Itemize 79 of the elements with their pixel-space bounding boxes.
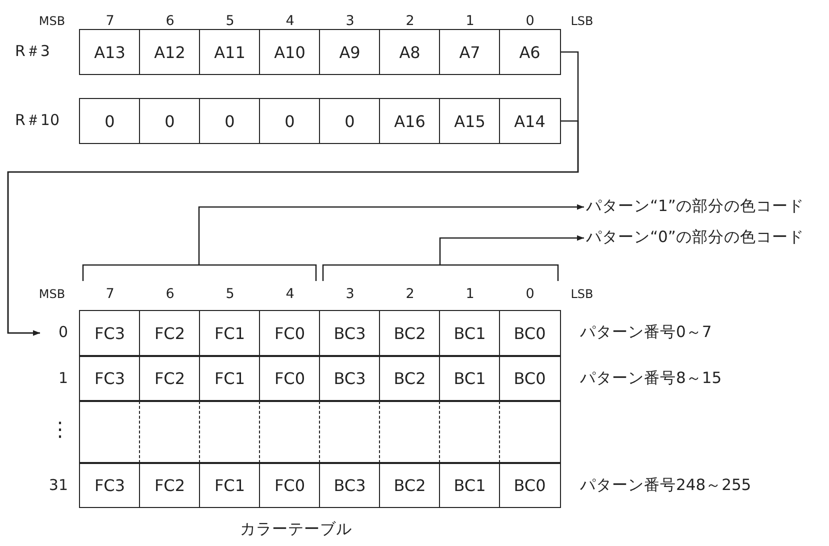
bit-cell: FC1	[199, 463, 260, 508]
bit-end-label: LSB	[570, 15, 594, 27]
bit-cell: A8	[379, 29, 440, 75]
bit-number: 5	[226, 288, 234, 302]
bit-cell: 0	[319, 98, 380, 144]
row-number: 0	[58, 325, 68, 340]
bit-cell: BC1	[439, 310, 500, 356]
bit-number: 6	[166, 288, 174, 302]
register	[15, 98, 560, 144]
bit-cell: FC3	[79, 356, 140, 401]
register-name: R＃10	[15, 113, 60, 128]
bit-cell: 0	[139, 98, 200, 144]
bit-cell: BC1	[439, 463, 500, 508]
bit-cell: 0	[199, 98, 260, 144]
row-number: 31	[48, 478, 68, 492]
bit-number: 0	[526, 288, 534, 302]
bit-cell: 0	[259, 98, 320, 144]
row-description: パターン番号0～7	[580, 325, 712, 340]
row-number: 1	[58, 370, 68, 386]
bit-end-label: MSB	[38, 288, 66, 300]
bit-number: 4	[286, 15, 294, 28]
bit-cell: A7	[439, 29, 500, 75]
bit-number: 7	[106, 15, 114, 28]
bit-number: 7	[106, 288, 114, 302]
arrow	[198, 204, 584, 265]
bit-number: 3	[346, 288, 354, 302]
bit-cell: BC3	[319, 463, 380, 508]
bit-cell: BC0	[499, 356, 560, 401]
bit-cell: FC3	[79, 463, 140, 508]
table-caption: カラーテーブル	[240, 522, 352, 538]
bit-number: 1	[466, 288, 474, 302]
bit-cell: FC2	[139, 356, 200, 401]
bit-number: 2	[406, 288, 414, 302]
bit-cell: BC0	[499, 463, 560, 508]
bit-cell: BC3	[319, 356, 380, 401]
bit-cell: A16	[379, 98, 440, 144]
bit-cell: A15	[439, 98, 500, 144]
bit-cell: A10	[259, 29, 320, 75]
description-text: パターン“0”の部分の色コード	[586, 227, 804, 249]
bit-cell: A12	[139, 29, 200, 75]
row-description: パターン番号248～255	[580, 478, 752, 493]
row-number: ⋮	[50, 419, 70, 439]
description-text: パターン“1”の部分の色コード	[586, 196, 804, 218]
bit-cell: A6	[499, 29, 560, 75]
bit-cell: BC2	[379, 356, 440, 401]
arrow	[7, 120, 579, 336]
bit-cell: A9	[319, 29, 380, 75]
register	[15, 29, 560, 75]
bit-cell: A11	[199, 29, 260, 75]
bit-end-label: LSB	[570, 288, 594, 300]
bit-cell: FC2	[139, 310, 200, 356]
bit-cell: FC0	[259, 356, 320, 401]
row-description: パターン番号8～15	[580, 370, 722, 386]
bit-cell: A14	[499, 98, 560, 144]
bit-cell: A13	[79, 29, 140, 75]
bit-cell: BC0	[499, 310, 560, 356]
bit-number: 0	[526, 15, 534, 28]
bit-cell: BC2	[379, 310, 440, 356]
bit-cell: FC0	[259, 463, 320, 508]
bit-number: 6	[166, 15, 174, 28]
bit-cell: BC2	[379, 463, 440, 508]
bit-cell: FC3	[79, 310, 140, 356]
bit-number: 1	[466, 15, 474, 28]
arrow	[439, 235, 584, 265]
bit-end-label: MSB	[38, 15, 66, 27]
bit-number: 4	[286, 288, 294, 302]
bit-number: 2	[406, 15, 414, 28]
bit-cell: FC1	[199, 310, 260, 356]
register-name: R＃3	[15, 44, 50, 59]
bracket	[82, 264, 317, 281]
bit-cell: BC3	[319, 310, 380, 356]
bit-cell: FC0	[259, 310, 320, 356]
bit-cell: 0	[79, 98, 140, 144]
bit-number: 3	[346, 15, 354, 28]
bracket	[322, 264, 559, 281]
bit-cell: FC1	[199, 356, 260, 401]
bit-cell: BC1	[439, 356, 500, 401]
bit-number: 5	[226, 15, 234, 28]
bit-cell: FC2	[139, 463, 200, 508]
